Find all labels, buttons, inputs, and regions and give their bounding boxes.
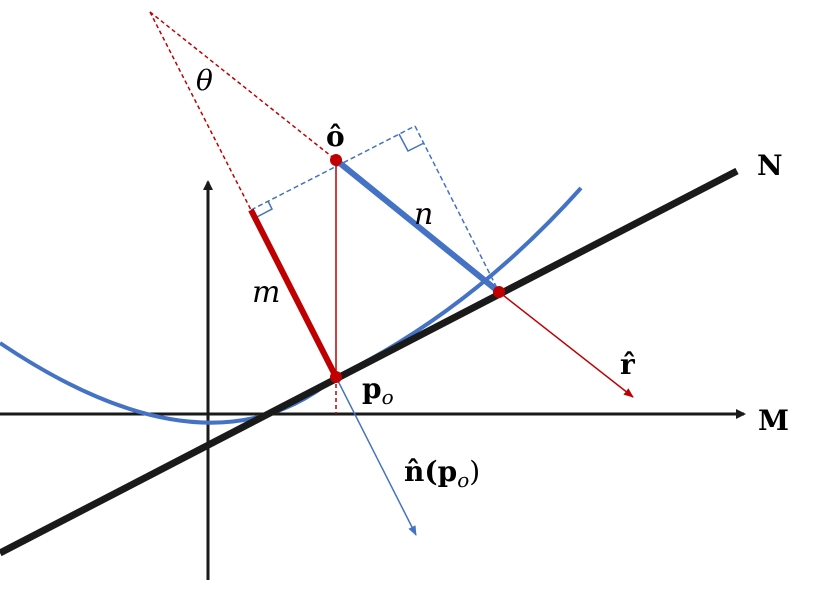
label-normal-sub: o: [457, 468, 469, 492]
label-normal-p: p: [438, 455, 458, 488]
label-r-hat: r̂: [620, 348, 636, 381]
normal-arrow: [335, 376, 417, 536]
label-n: n: [414, 197, 433, 232]
right-angle-marker-right: [398, 133, 425, 152]
label-p-o: po: [362, 372, 394, 409]
dashed-red-line-right: [149, 11, 337, 161]
label-p-o-main: p: [362, 372, 382, 405]
label-normal: n̂(po): [404, 455, 480, 492]
label-normal-pre: n̂(: [404, 455, 438, 488]
label-m: m: [252, 275, 280, 310]
right-angle-marker-left: [254, 200, 273, 219]
label-o-hat: ô: [326, 120, 345, 153]
point-intersection: [493, 286, 505, 298]
dashed-blue-line-right: [414, 125, 500, 293]
parabola-curve: [0, 186, 583, 425]
label-normal-post: ): [469, 455, 480, 488]
label-theta: θ: [196, 64, 213, 97]
ray-r: [498, 291, 634, 398]
point-o-hat: [330, 154, 342, 166]
label-p-o-sub: o: [382, 385, 394, 409]
tangent-line-N: [0, 167, 739, 557]
label-N-axis: N: [757, 149, 783, 182]
point-p-o: [330, 371, 342, 383]
dashed-red-line-left: [149, 11, 252, 211]
dashed-blue-line-top: [250, 125, 416, 211]
label-M-axis: M: [758, 404, 789, 437]
segment-m: [248, 208, 339, 379]
segment-n: [334, 157, 501, 295]
